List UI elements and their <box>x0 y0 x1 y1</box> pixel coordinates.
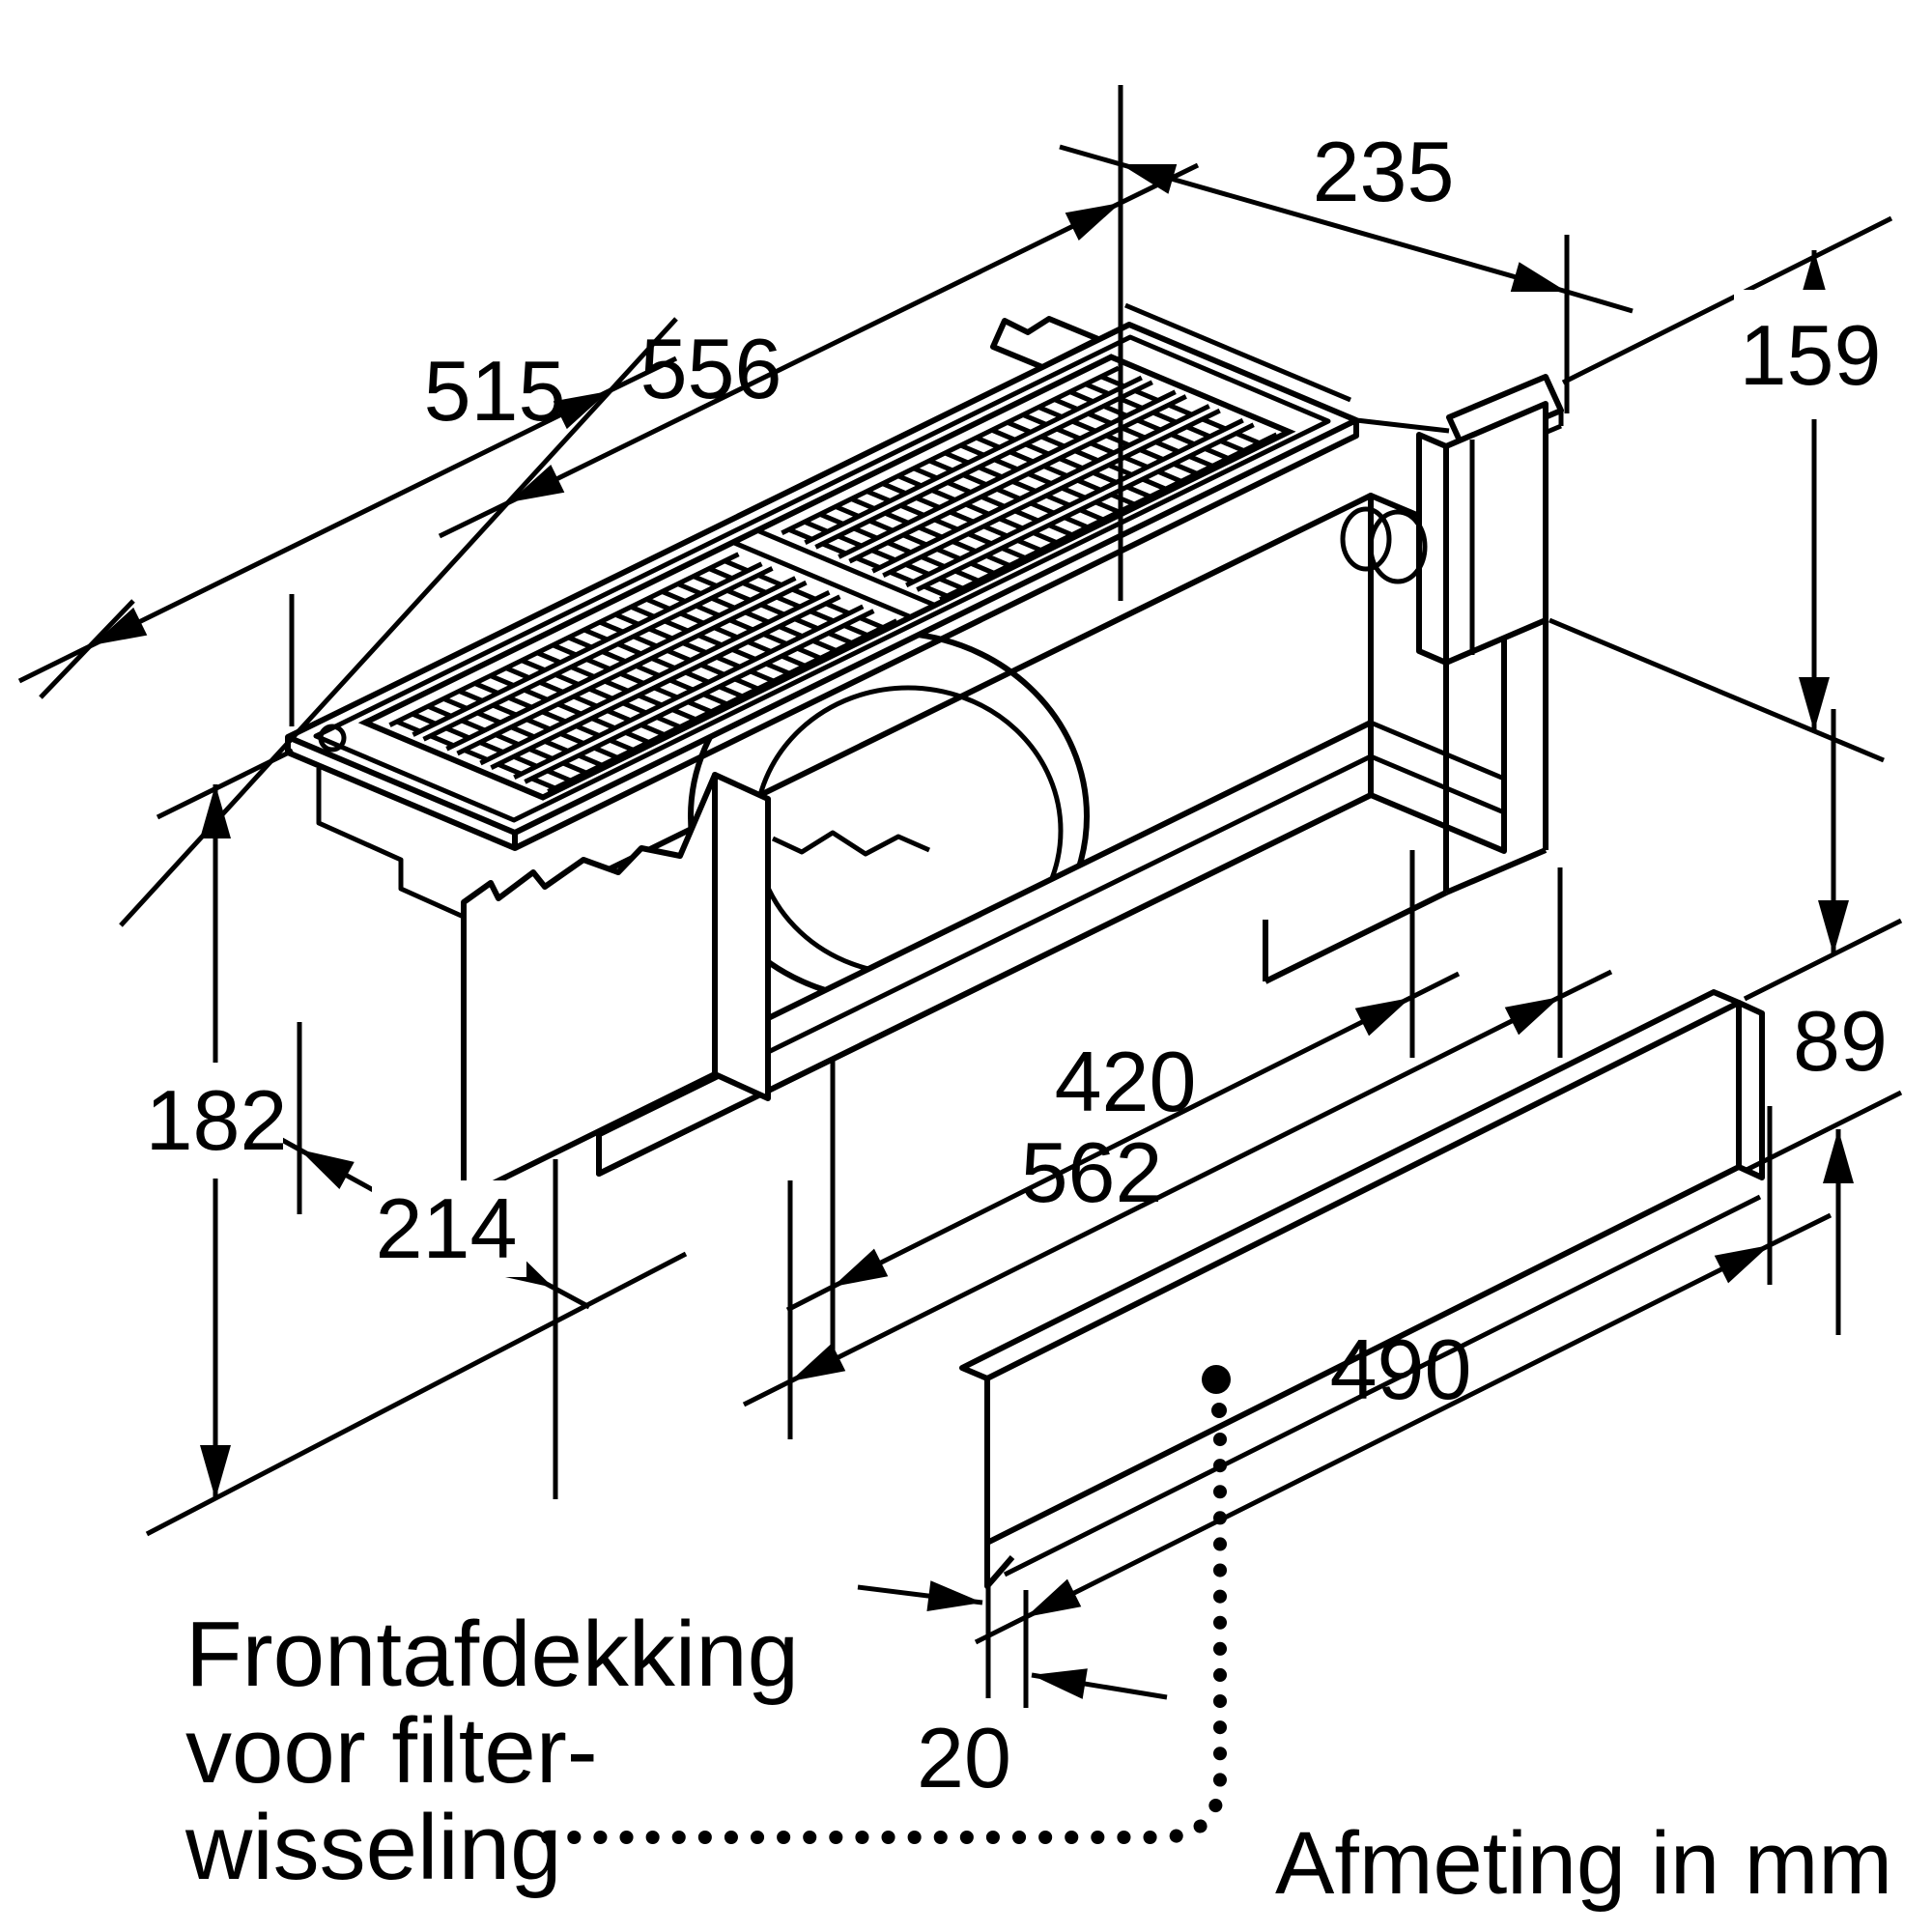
strip-right-end <box>1736 1000 1765 1180</box>
filter-drawer <box>316 768 931 1201</box>
drawer-front-face <box>461 772 718 1201</box>
dim-182-label: 182 <box>146 1072 288 1168</box>
units-note: Afmeting in mm <box>1275 1814 1892 1913</box>
leader-dot <box>1202 1365 1231 1394</box>
leader-dotted-line <box>534 1365 1231 1844</box>
dim-20-line <box>857 1580 983 1611</box>
dim-556-line <box>507 200 1122 505</box>
dimension-lines <box>17 144 1854 1700</box>
bracket-front-face <box>1443 401 1548 666</box>
dim-20-label: 20 <box>917 1710 1011 1805</box>
annotation-line-2: voor filter- <box>185 1699 598 1803</box>
dim-214-label: 214 <box>376 1180 518 1276</box>
dim-490-line <box>1024 1242 1772 1620</box>
dim-556-label: 556 <box>640 321 782 416</box>
dim-159-label: 159 <box>1740 307 1882 403</box>
annotation-line-3: wisseling <box>185 1796 561 1899</box>
dim-89-label: 89 <box>1793 993 1888 1089</box>
dim-562-line <box>788 994 1562 1384</box>
dim-490-label: 490 <box>1330 1321 1472 1417</box>
annotations: Frontafdekking voor filter- wisseling Af… <box>185 1603 1892 1913</box>
annotation-line-1: Frontafdekking <box>185 1603 799 1706</box>
grille-pattern <box>357 354 1296 801</box>
corner-notch <box>318 724 347 753</box>
dim-235-label: 235 <box>1313 124 1455 219</box>
dim-420-label: 420 <box>1055 1034 1197 1129</box>
dim-235-line <box>1120 161 1568 295</box>
roller-knob <box>1340 506 1392 572</box>
dim-562-label: 562 <box>1021 1124 1163 1220</box>
label-backgrounds <box>153 290 1893 1277</box>
duct-bracket <box>1263 401 1548 984</box>
dimension-labels: 515 556 235 159 89 182 214 420 562 490 2… <box>146 124 1888 1805</box>
dim-214-line <box>298 1147 381 1196</box>
dim-515-label: 515 <box>424 343 566 439</box>
